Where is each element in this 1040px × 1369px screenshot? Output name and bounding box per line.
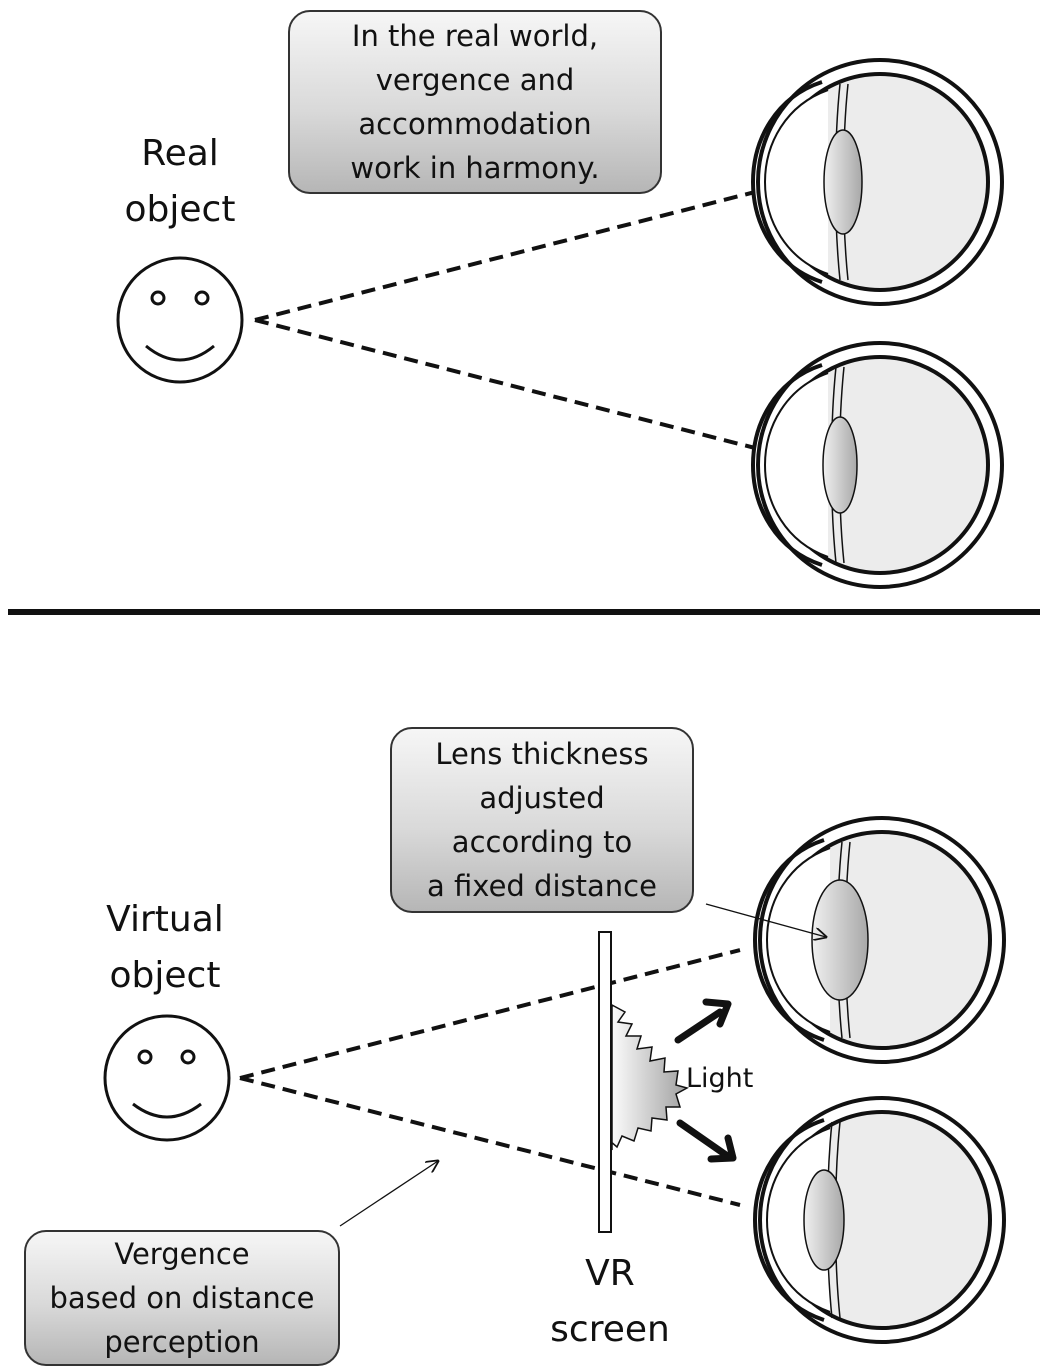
lens-note-line3: according to <box>451 825 633 859</box>
sightline-bottom-lower <box>239 1076 741 1207</box>
vergence-note: Vergence based on distance perception <box>24 1230 340 1366</box>
light-arrow-lower <box>676 1119 737 1163</box>
lens-note-line2: adjusted <box>479 781 605 815</box>
vergence-note-line1: Vergence <box>114 1237 250 1271</box>
vergence-callout-arrow <box>339 1161 438 1227</box>
lens-note-line4: a fixed distance <box>427 869 657 903</box>
vr-screen-panel <box>598 931 612 1233</box>
real-object-label-line1: Real <box>141 133 219 174</box>
virtual-object-face <box>103 1014 231 1142</box>
vergence-note-line3: perception <box>104 1325 260 1359</box>
virtual-object-label-line1: Virtual <box>106 899 224 940</box>
lens-note-line1: Lens thickness <box>435 737 649 771</box>
harmony-note: In the real world, vergence and accommod… <box>288 10 662 194</box>
harmony-note-line3: accommodation <box>358 107 592 141</box>
real-object-label: Real object <box>100 126 260 238</box>
light-burst <box>607 1003 689 1151</box>
sightline-top-lower <box>254 318 756 450</box>
sightline-top-upper <box>254 190 756 322</box>
vr-screen-label: VR screen <box>520 1246 700 1358</box>
light-label: Light <box>686 1063 754 1094</box>
eye-icon <box>753 816 1006 1064</box>
lens-thickness-note: Lens thickness adjusted according to a f… <box>390 727 694 913</box>
sightline-bottom-upper <box>239 948 741 1080</box>
vr-screen-label-line1: VR <box>585 1253 635 1294</box>
eye-icon <box>753 1096 1006 1344</box>
virtual-object-label-line2: object <box>109 955 221 996</box>
harmony-note-line4: work in harmony. <box>350 151 600 185</box>
light-arrow-upper <box>674 998 732 1044</box>
vergence-note-line2: based on distance <box>49 1281 315 1315</box>
eye-icon <box>751 58 1004 306</box>
eye-icon <box>751 341 1004 589</box>
harmony-note-line1: In the real world, <box>351 19 599 53</box>
virtual-object-label: Virtual object <box>60 892 270 1004</box>
vr-screen-label-line2: screen <box>550 1309 670 1350</box>
harmony-note-line2: vergence and <box>375 63 575 97</box>
lens-callout-arrow <box>705 903 826 937</box>
real-object-label-line2: object <box>124 189 236 230</box>
real-object-face <box>116 256 244 384</box>
